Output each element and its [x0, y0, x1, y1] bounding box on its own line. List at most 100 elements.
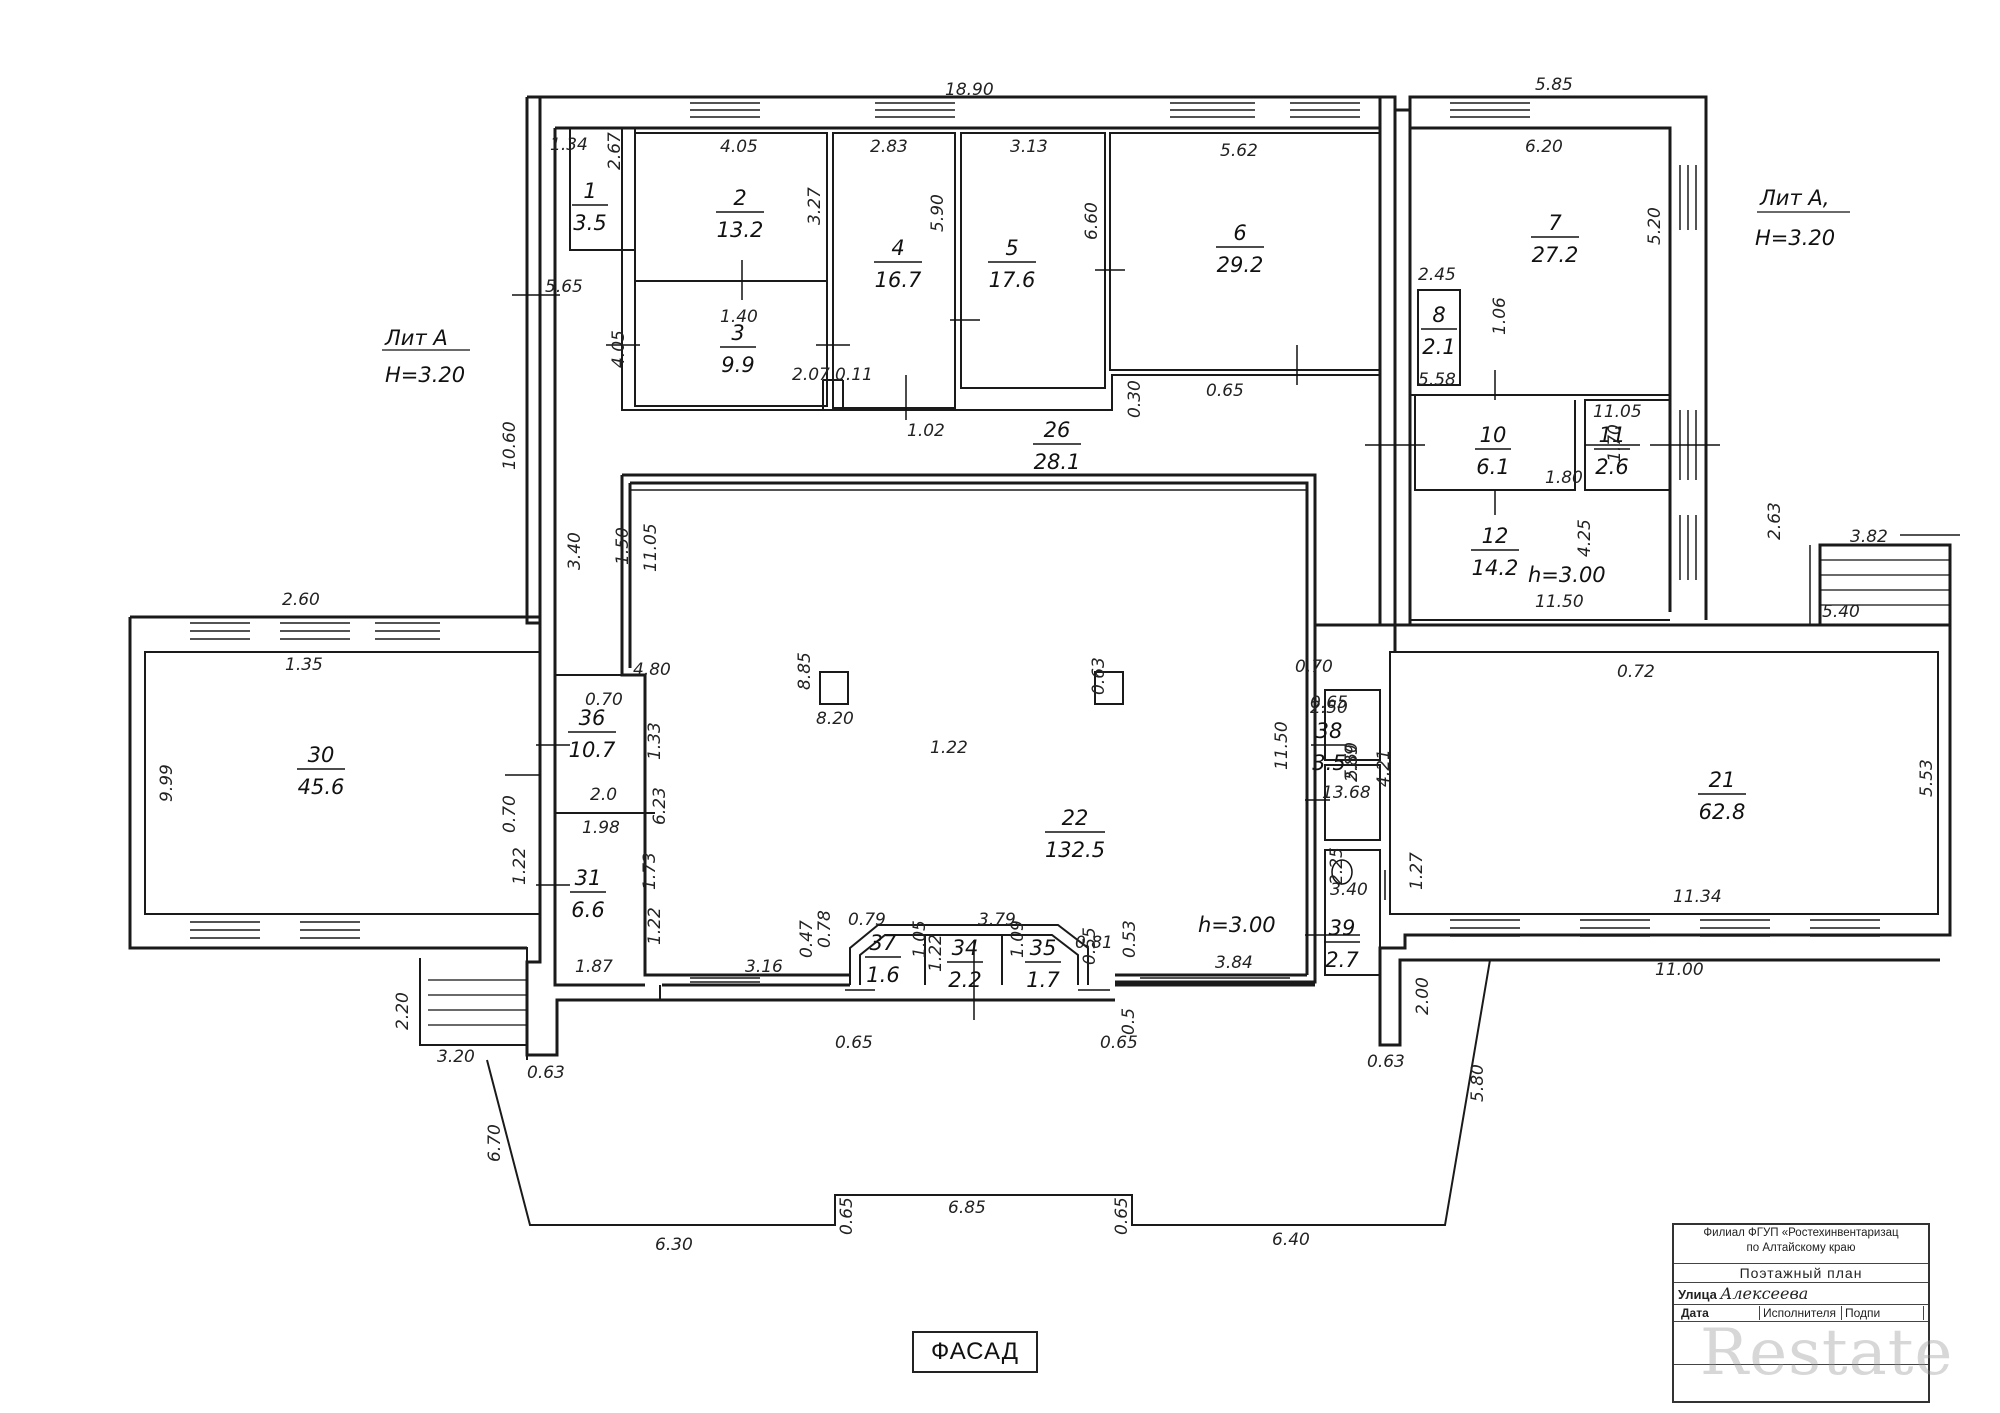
stamp-title: Поэтажный план [1674, 1264, 1928, 1283]
dimension-label: 11.05 [641, 523, 661, 572]
room12-height: h=3.00 [1528, 563, 1606, 587]
lit-right-height: Н=3.20 [1755, 226, 1835, 250]
dimension-label: 1.09 [1008, 920, 1028, 958]
room-37-area: 1.6 [866, 963, 899, 987]
room-35-number: 35 [1030, 936, 1057, 960]
room-4-number: 4 [891, 236, 904, 260]
dimension-label: 0.65 [1206, 381, 1244, 401]
rooms-7-12-walls [1409, 128, 1671, 621]
dimension-label: 4.21 [1374, 749, 1394, 787]
room-4-area: 16.7 [875, 268, 922, 292]
dimension-label: 1.22 [510, 847, 530, 885]
dimension-label: 3.40 [565, 532, 585, 570]
dimension-label: 5.20 [1645, 207, 1665, 245]
dimension-label: 5.53 [1917, 759, 1937, 797]
dimension-label: 3.79 [978, 910, 1016, 930]
dimension-label: 0.65 [1112, 1197, 1132, 1235]
dimension-label: 11.50 [1272, 721, 1292, 770]
room-11-area: 2.6 [1595, 455, 1628, 479]
dimension-label: 6.20 [1525, 137, 1563, 157]
dimension-label: 0.70 [1295, 657, 1333, 677]
dimension-label: 6.30 [655, 1235, 693, 1255]
dimension-label: 2.60 [282, 590, 320, 610]
stamp-street-value: Алексеева [1720, 1284, 1809, 1303]
room-10-number: 10 [1480, 423, 1507, 447]
room-21-number: 21 [1709, 768, 1736, 792]
stamp-street-label: Улица [1678, 1287, 1717, 1302]
room-8-number: 8 [1432, 303, 1445, 327]
dimension-label: 1.22 [930, 738, 968, 758]
height-notes: h=3.00 h=3.00 [1198, 563, 1606, 937]
dimension-label: 5.65 [545, 277, 583, 297]
dimension-label: 5.85 [1535, 75, 1573, 95]
dimension-label: 0.63 [1089, 657, 1109, 695]
dimension-label: 1.98 [582, 818, 620, 838]
dimension-label: 2.83 [870, 137, 908, 157]
stamp-executor-label: Исполнителя [1760, 1306, 1842, 1320]
room-5-number: 5 [1005, 236, 1018, 260]
room-6-number: 6 [1233, 221, 1246, 245]
stamp-columns-row: Дата Исполнителя Подпи [1674, 1305, 1928, 1322]
dimension-label: 0.72 [1617, 662, 1655, 682]
room-22-number: 22 [1062, 806, 1089, 830]
dimension-label: 2.50 [1310, 698, 1348, 718]
lit-left-height: Н=3.20 [385, 363, 465, 387]
dimension-label: 4.25 [1575, 519, 1595, 557]
room-12-number: 12 [1482, 524, 1509, 548]
dimension-label: 0.65 [1100, 1033, 1138, 1053]
dimension-label: 2.07 [792, 365, 830, 385]
room-3-area: 9.9 [721, 353, 754, 377]
dimension-label: 0.55 [1080, 927, 1100, 965]
room-36-area: 10.7 [569, 738, 616, 762]
room-39-area: 2.7 [1325, 948, 1359, 972]
dimension-label: 1.02 [907, 421, 945, 441]
dimension-label: 5.80 [1468, 1064, 1488, 1102]
dimension-label: 0.70 [500, 795, 520, 833]
dimension-label: 1.50 [613, 527, 633, 565]
dimension-label: 4.05 [720, 137, 758, 157]
room-22-area: 132.5 [1045, 838, 1105, 862]
dimension-label: 9.99 [157, 764, 177, 802]
dimension-label: 0.5 [1119, 1008, 1139, 1035]
room-26-area: 28.1 [1034, 450, 1081, 474]
room-26-number: 26 [1044, 418, 1071, 442]
dimension-label: 0.79 [848, 910, 886, 930]
dimension-label: 0.47 [797, 920, 817, 958]
stamp-organization: Филиал ФГУП «Ростехинвентаризац по Алтай… [1674, 1225, 1928, 1264]
stamp-street-row: Улица Алексеева [1674, 1283, 1928, 1305]
dimension-label: 13.68 [1322, 783, 1371, 803]
facade-label: ФАСАД [912, 1331, 1038, 1373]
wing-30-walls [128, 615, 541, 1060]
dimension-label: 3.20 [437, 1047, 475, 1067]
room-30-area: 45.6 [298, 775, 345, 799]
lit-left-label: Лит А [384, 326, 448, 350]
hall-22-walls [620, 473, 1317, 987]
dimension-label: 3.13 [1010, 137, 1048, 157]
dimension-label: 11.00 [1655, 960, 1704, 980]
dimension-label: 11.50 [1535, 592, 1584, 612]
stamp-date-label: Дата [1678, 1306, 1760, 1320]
dimension-label: 1.87 [575, 957, 613, 977]
room-labels: 13.5213.239.9416.7517.6629.2727.282.1106… [297, 179, 1746, 992]
room-10-area: 6.1 [1476, 455, 1509, 479]
title-block-stamp: Филиал ФГУП «Ростехинвентаризац по Алтай… [1672, 1223, 1930, 1403]
dimension-label: 5.58 [1418, 370, 1456, 390]
room-38-number: 38 [1316, 719, 1343, 743]
dimension-label: 6.60 [1082, 202, 1102, 240]
dimension-label: 2.89 [1342, 744, 1362, 782]
room-31-area: 6.6 [571, 898, 604, 922]
dimension-label: 1.22 [926, 934, 946, 972]
dimension-label: 8.85 [795, 652, 815, 690]
room-5-area: 17.6 [989, 268, 1036, 292]
lit-labels: Лит А Н=3.20 Лит А, Н=3.20 [382, 186, 1850, 387]
dimension-label: 5.90 [928, 194, 948, 232]
dimension-label: 0.78 [815, 910, 835, 948]
dimension-label: 1.06 [1490, 297, 1510, 335]
dimension-label: 2.63 [1765, 502, 1785, 540]
room-37-number: 37 [870, 931, 897, 955]
stamp-org-line1: Филиал ФГУП «Ростехинвентаризац [1703, 1227, 1899, 1239]
dimension-label: 1.80 [1545, 468, 1583, 488]
room-3-number: 3 [731, 321, 744, 345]
dimension-label: 10.60 [500, 421, 520, 470]
dimension-label: 3.40 [1330, 880, 1368, 900]
